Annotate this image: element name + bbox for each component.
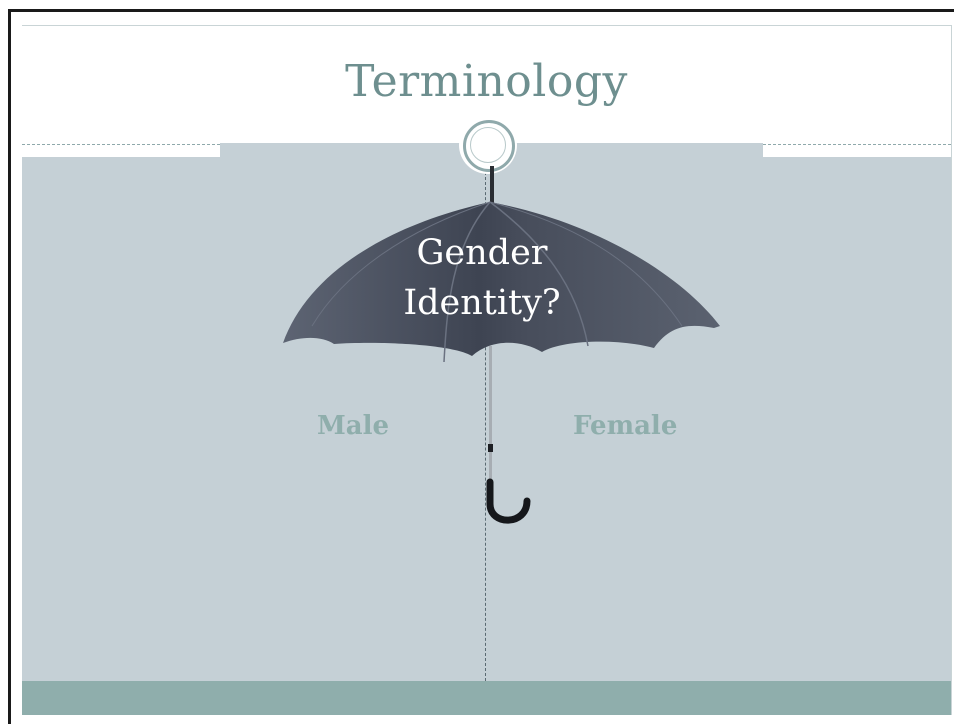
umbrella-runner xyxy=(488,444,493,452)
circle-ring-inner xyxy=(470,127,506,163)
umbrella-rib xyxy=(311,201,491,327)
umbrella-rib xyxy=(489,201,683,327)
title-divider-right xyxy=(763,144,951,145)
umbrella-tip xyxy=(490,166,494,204)
slide-title: Terminology xyxy=(345,56,628,107)
footer-bar xyxy=(22,681,951,715)
label-female: Female xyxy=(573,411,678,441)
title-divider-left xyxy=(22,144,220,145)
umbrella-rib xyxy=(443,201,491,363)
center-divider xyxy=(485,157,486,681)
label-male: Male xyxy=(317,411,390,441)
umbrella-rib xyxy=(489,201,589,347)
umbrella-handle xyxy=(486,478,531,524)
umbrella-image xyxy=(283,166,720,524)
umbrella-canopy xyxy=(283,202,720,356)
umbrella-shaft xyxy=(489,346,492,496)
